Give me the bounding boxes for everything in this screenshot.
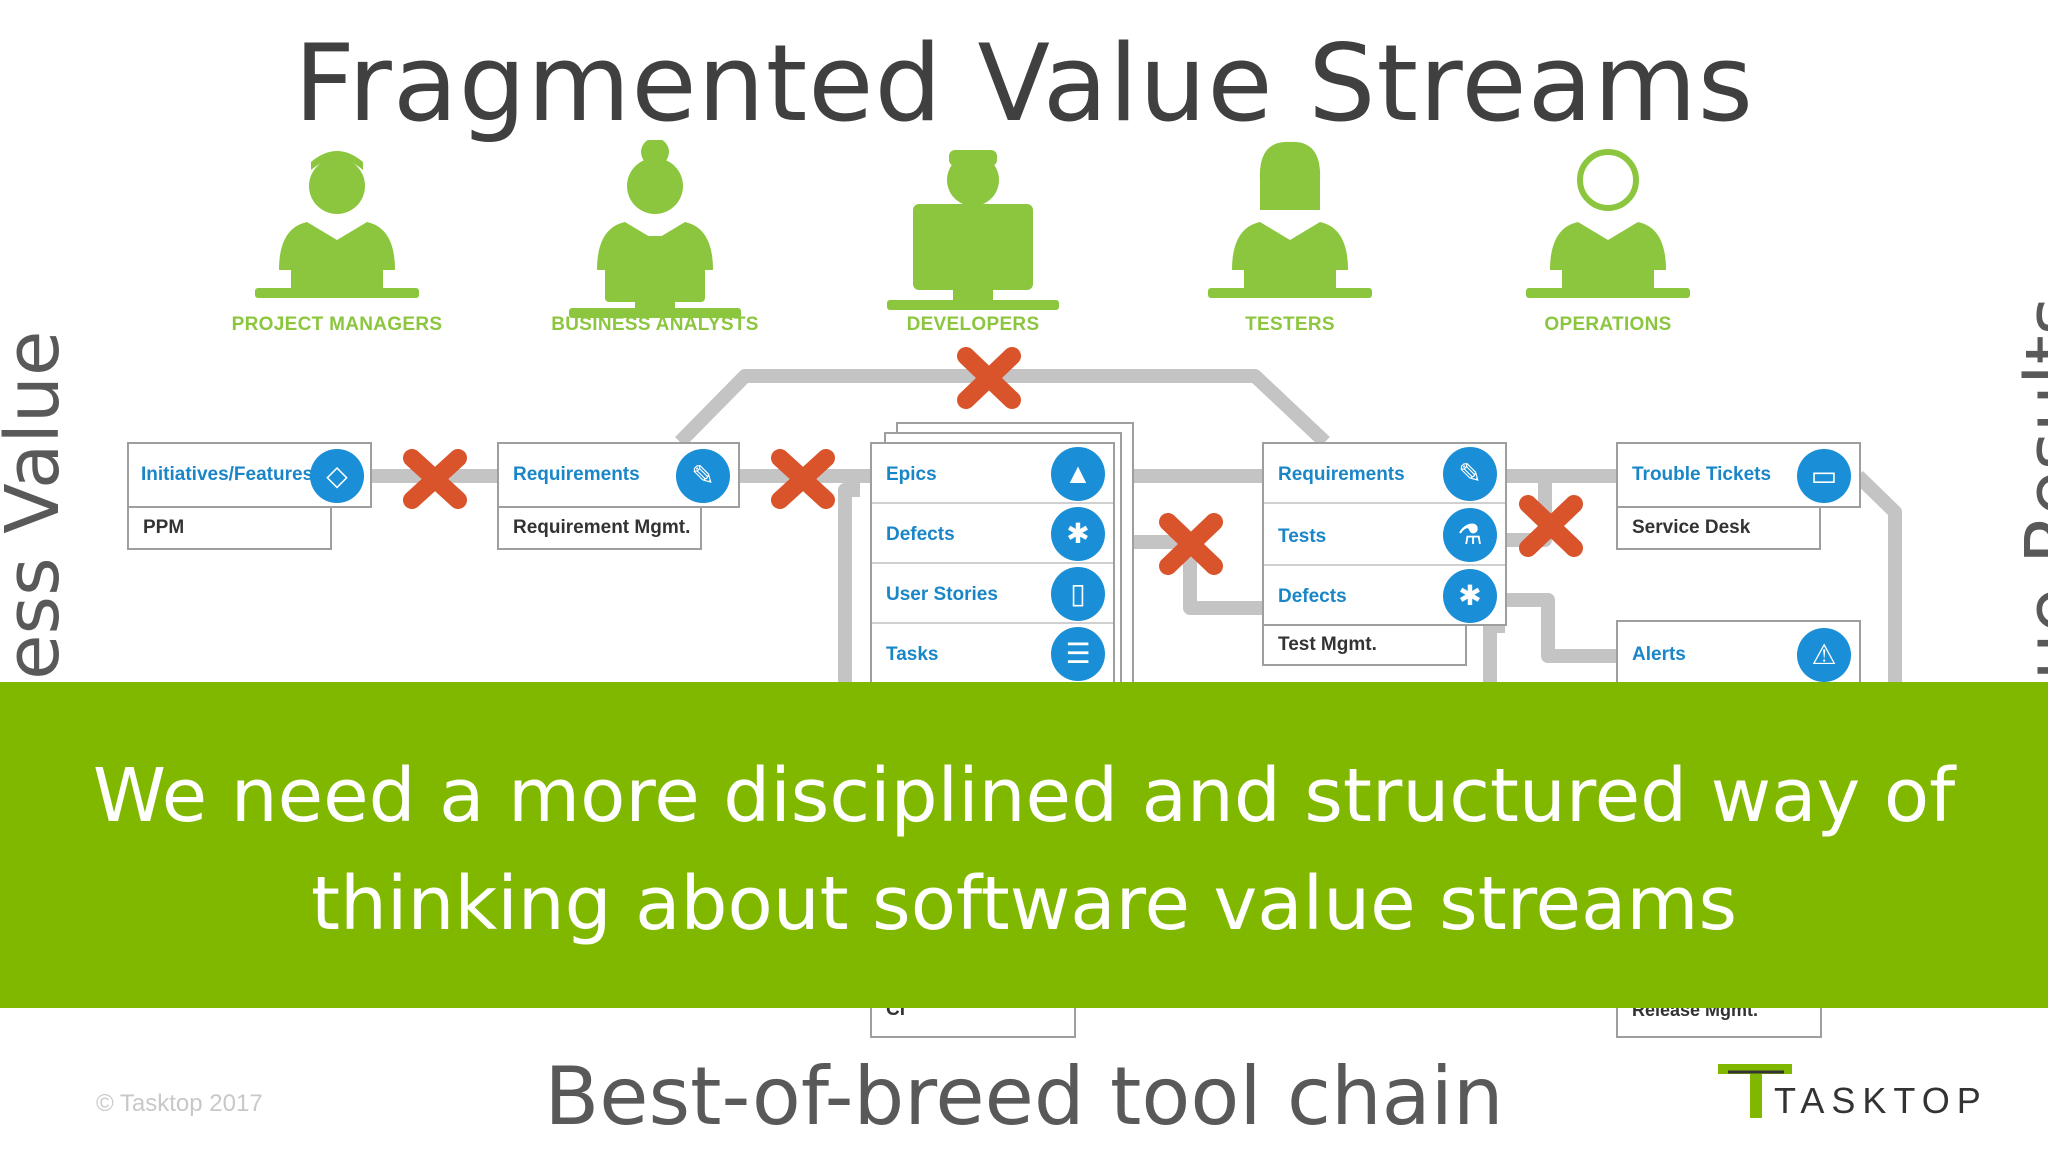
- tasktop-logo-icon: [1718, 1064, 1792, 1118]
- card-row: Requirements ✎: [1264, 444, 1505, 504]
- card-row: Requirements ✎: [499, 444, 738, 508]
- persona-tester-icon: [1208, 141, 1372, 298]
- flask-icon: ⚗: [1443, 508, 1497, 562]
- logo-wordmark: TASKTOP: [1774, 1080, 1988, 1121]
- connector-dev-test-2: [1112, 535, 1264, 615]
- card-row-label: Initiatives/Features: [141, 464, 314, 485]
- persona-operations-icon: [1526, 149, 1690, 298]
- clipboard-icon: ✎: [676, 449, 730, 503]
- break-x-5: [1519, 495, 1583, 557]
- break-marks: [403, 347, 1583, 575]
- card-row-label: User Stories: [886, 584, 998, 605]
- role-label-business-analysts: BUSINESS ANALYSTS: [551, 314, 759, 335]
- card-row: Defects ✱: [872, 504, 1113, 564]
- role-label-operations: OPERATIONS: [1544, 314, 1672, 335]
- card-row-label: Defects: [886, 524, 955, 545]
- personas: [255, 140, 1690, 318]
- card-dev: Epics ▲ Defects ✱ User Stories ▯ Tasks ☰: [870, 442, 1115, 704]
- card-row: Trouble Tickets ▭: [1618, 444, 1859, 508]
- card-requirements-sub: Requirement Mgmt.: [497, 506, 702, 550]
- highlight-banner: [0, 682, 2048, 1008]
- card-row-label: Tests: [1278, 526, 1327, 547]
- card-alerts: Alerts ⚠: [1616, 620, 1861, 690]
- break-x-1: [403, 449, 467, 509]
- connector-service-down: [1853, 470, 1902, 690]
- role-label-project-managers: PROJECT MANAGERS: [231, 314, 443, 335]
- warning-icon: ⚠: [1797, 628, 1851, 682]
- bug-icon: ✱: [1443, 569, 1497, 623]
- card-row-label: Trouble Tickets: [1632, 464, 1772, 485]
- banner-line-1: We need a more disciplined and structure…: [92, 753, 1956, 839]
- card-ppm: Initiatives/Features ◇: [127, 442, 372, 508]
- card-row: Defects ✱: [1264, 566, 1505, 626]
- ticket-icon: ▭: [1797, 449, 1851, 503]
- card-row: Alerts ⚠: [1618, 622, 1859, 688]
- clipboard-icon: ✎: [1443, 447, 1497, 501]
- gem-icon: ◇: [310, 449, 364, 503]
- card-test: Requirements ✎ Tests ⚗ Defects ✱: [1262, 442, 1507, 626]
- card-requirements: Requirements ✎: [497, 442, 740, 508]
- card-row: User Stories ▯: [872, 564, 1113, 624]
- mountain-icon: ▲: [1051, 447, 1105, 501]
- break-x-2: [771, 449, 835, 509]
- card-row: Initiatives/Features ◇: [129, 444, 370, 508]
- card-row: Tests ⚗: [1264, 504, 1505, 566]
- card-row-label: Epics: [886, 464, 937, 485]
- task-list-icon: ☰: [1051, 627, 1105, 681]
- card-row-label: Tasks: [886, 644, 939, 665]
- bug-icon: ✱: [1051, 507, 1105, 561]
- banner-text: We need a more disciplined and structure…: [0, 742, 2048, 958]
- copyright-text: © Tasktop 2017: [96, 1090, 263, 1117]
- break-x-4: [1159, 513, 1223, 575]
- persona-project-manager-icon: [255, 151, 419, 298]
- tablet-icon: ▯: [1051, 567, 1105, 621]
- slide-title: Fragmented Value Streams: [293, 22, 1755, 145]
- card-row-label: Alerts: [1632, 644, 1686, 665]
- role-label-developers: DEVELOPERS: [906, 314, 1040, 335]
- card-row-label: Requirements: [513, 464, 640, 485]
- card-test-sub: Test Mgmt.: [1262, 624, 1467, 666]
- card-service: Trouble Tickets ▭: [1616, 442, 1861, 508]
- role-label-testers: TESTERS: [1245, 314, 1335, 335]
- connector-dev-left: [838, 483, 860, 690]
- card-row: Tasks ☰: [872, 624, 1113, 684]
- persona-developer-icon: [887, 150, 1059, 310]
- banner-line-2: thinking about software value streams: [310, 861, 1738, 947]
- card-row-label: Requirements: [1278, 464, 1405, 485]
- card-row: Epics ▲: [872, 444, 1113, 504]
- break-x-3: [957, 347, 1021, 409]
- connector-test-alerts: [1505, 593, 1618, 663]
- connector-test-down: [1483, 619, 1505, 690]
- card-ppm-sub: PPM: [127, 506, 332, 550]
- card-row-label: Defects: [1278, 586, 1347, 607]
- persona-business-analyst-icon: [569, 140, 741, 318]
- footer-title: Best-of-breed tool chain: [544, 1050, 1504, 1143]
- card-service-sub: Service Desk: [1616, 506, 1821, 550]
